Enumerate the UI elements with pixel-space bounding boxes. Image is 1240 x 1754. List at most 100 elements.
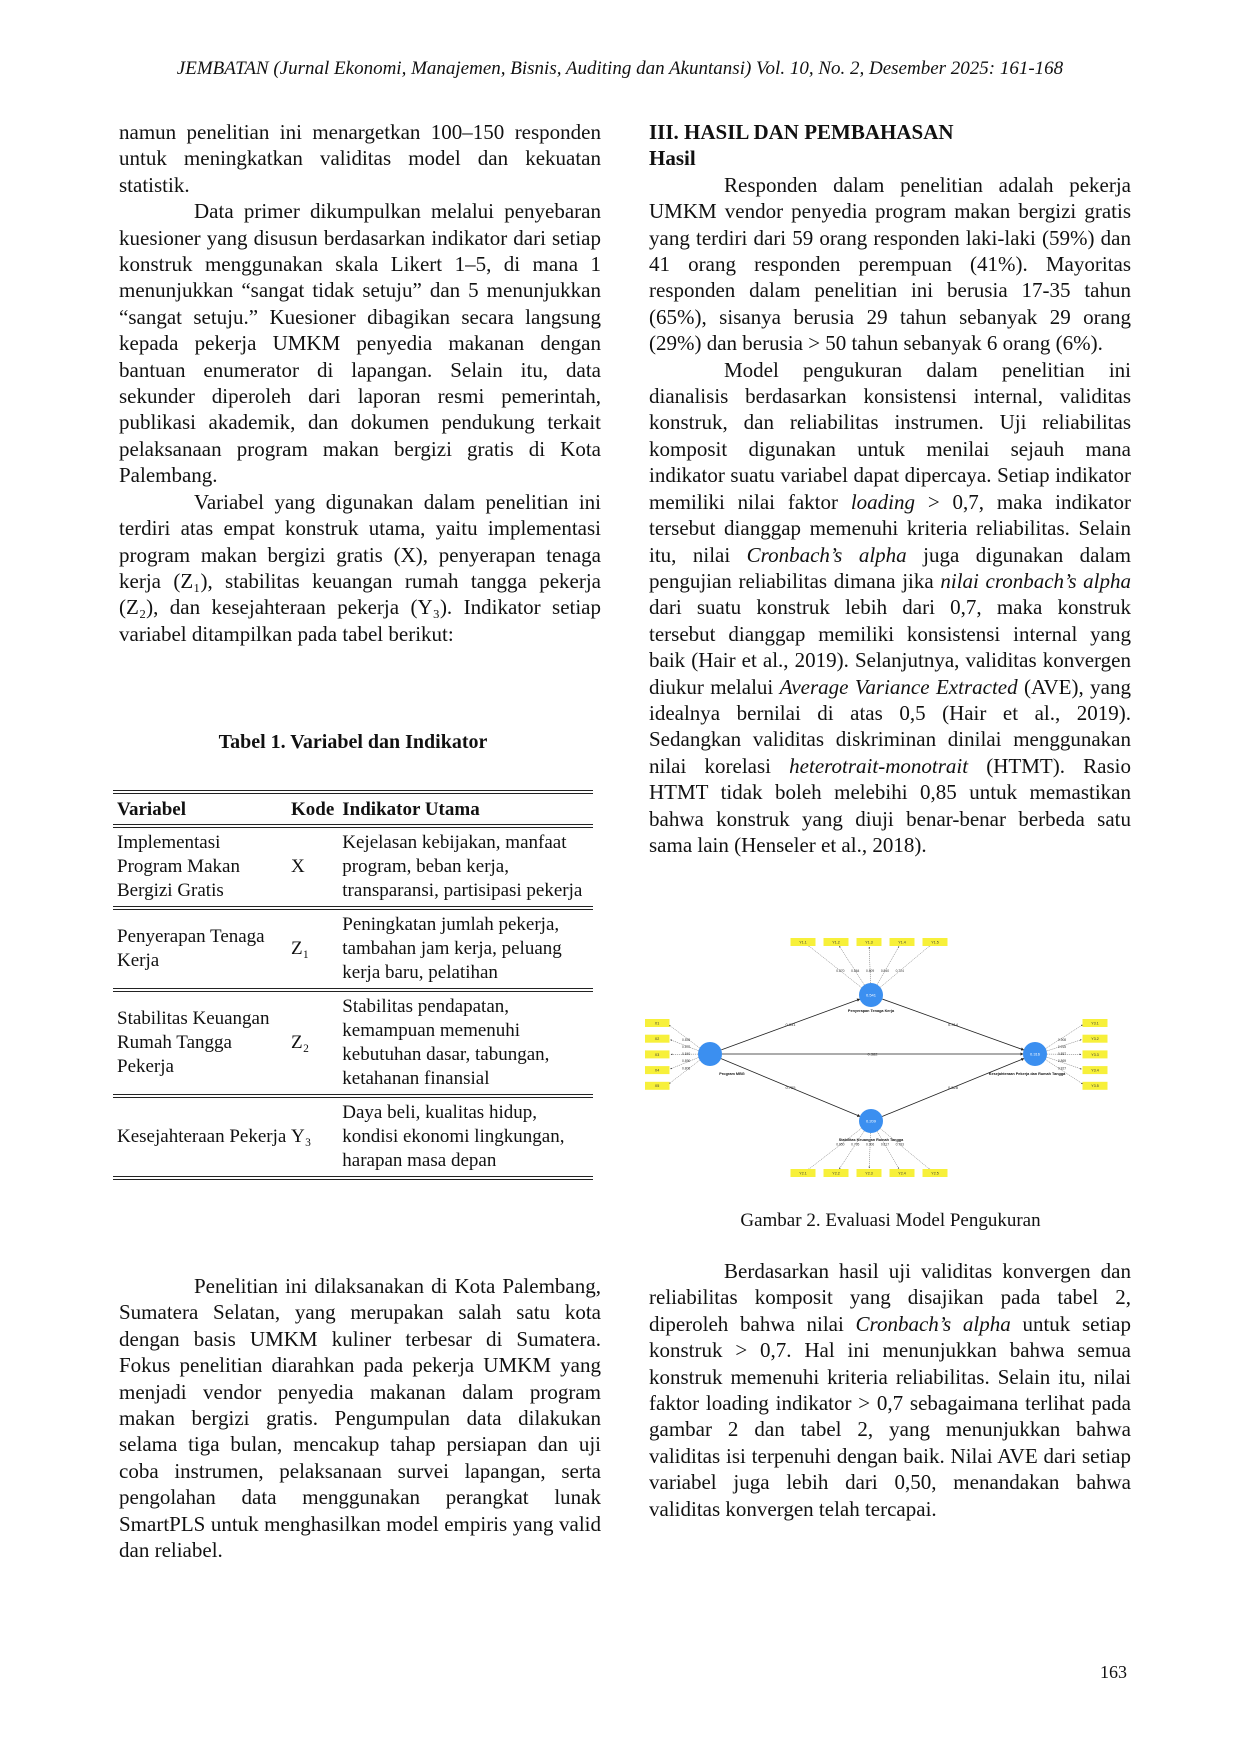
indicator-box (1082, 1019, 1108, 1027)
indicator-box (922, 938, 948, 946)
loading-arrow (839, 945, 865, 986)
variable-cell: Kesejahteraan Pekerja (113, 1096, 291, 1180)
text-run: dari suatu konstruk lebih dari 0,7, maka… (649, 595, 1131, 699)
indicator-label: Y3.1 (1091, 1021, 1098, 1025)
loading-arrow (1046, 1056, 1082, 1070)
r-squared-value: 0.541 (866, 993, 877, 998)
construct-label: Stabilitas Keuangan Rumah Tangga (839, 1138, 904, 1142)
indicator-label: Y1.5 (931, 940, 938, 944)
indicator-box (889, 938, 915, 946)
loading-arrow (1046, 1039, 1082, 1052)
path-arrow (881, 1058, 1025, 1117)
section-heading: III. HASIL DAN PEMBAHASAN (649, 120, 954, 144)
indicator-box (823, 1169, 849, 1177)
r-squared-value: 0.316 (1030, 1052, 1041, 1057)
indicator-box (645, 1050, 670, 1059)
construct-label: Kesejahteraan Pekerja dan Rumah Tangga (989, 1072, 1066, 1076)
loading-value: 0.857 (1058, 1052, 1066, 1056)
text-run: Model pengukuran dalam penelitian ini di… (649, 357, 1131, 514)
italic-term: Cronbach’s alpha (746, 542, 907, 567)
text-run: Responden dalam penelitian adalah pekerj… (649, 172, 1131, 356)
indicator-box (1082, 1066, 1108, 1075)
indicator-box (645, 1034, 670, 1043)
indicator-box (1082, 1034, 1108, 1043)
right-column-top: III. HASIL DAN PEMBAHASAN Hasil Responde… (649, 119, 1131, 858)
indicator-label: Y3.5 (1091, 1084, 1098, 1088)
column-header: Indikator Utama (338, 790, 593, 828)
table-title: Tabel 1. Variabel dan Indikator (218, 731, 488, 753)
r-squared-value: 0.209 (866, 1119, 877, 1124)
indicator-box (1082, 1050, 1108, 1059)
text-run: namun penelitian ini menargetkan 100–150… (119, 120, 601, 197)
indicator-box (889, 1169, 915, 1177)
indicator-label: Y3.3 (1091, 1053, 1098, 1057)
path-coefficient: 0.831 (785, 1022, 796, 1027)
indicator-label: Y2.1 (799, 1171, 806, 1175)
indicator-box (790, 938, 816, 946)
indicator-box (856, 938, 882, 946)
indicator-label: Y2.2 (832, 1171, 839, 1175)
loading-value: 0.870 (836, 969, 844, 973)
loading-arrow (670, 1057, 699, 1070)
loading-value: 0.915 (1058, 1045, 1066, 1049)
paragraph: Penelitian ini dilaksanakan di Kota Pale… (119, 1273, 601, 1563)
text-run: juga digunakan dalam pengujian reliabili… (649, 542, 1131, 593)
loading-value: 0.817 (881, 1142, 889, 1146)
paragraph: Responden dalam penelitian adalah pekerj… (649, 172, 1131, 357)
loading-arrow (880, 1128, 931, 1171)
construct-label: Penyerapan Tenaga Kerja (848, 1009, 895, 1013)
italic-term: Cronbach’s alpha (855, 1311, 1011, 1336)
path-arrow (721, 998, 861, 1051)
left-column-bottom: Penelitian ini dilaksanakan di Kota Pale… (119, 1273, 601, 1563)
variables-table: Variabel Kode Indikator Utama Implementa… (113, 790, 593, 1180)
indicator-cell: Stabilitas pendapatan, kemampuan memenuh… (338, 990, 593, 1098)
indicator-label: X1 (655, 1021, 659, 1025)
text-run: Penelitian ini dilaksanakan di Kota Pale… (119, 1274, 601, 1563)
loading-arrow (839, 1130, 865, 1170)
indicator-cell: Daya beli, kualitas hidup, kondisi ekono… (338, 1096, 593, 1180)
indicator-box (645, 1019, 670, 1027)
loading-value: 0.795 (851, 1142, 859, 1146)
code-cell: Y₃ (291, 1096, 339, 1180)
figure-caption: Gambar 2. Evaluasi Model Pengukuran (740, 1210, 1041, 1231)
italic-term: Average Variance Extracted (779, 674, 1018, 699)
indicator-label: X3 (655, 1053, 659, 1057)
text-run: Data primer dikumpulkan melalui penyebar… (119, 199, 601, 488)
loading-value: 0.840 (881, 969, 889, 973)
path-coefficient: 0.314 (948, 1022, 959, 1027)
indicator-label: Y2.4 (898, 1171, 905, 1175)
loading-arrow (807, 1128, 862, 1171)
paragraph: Berdasarkan hasil uji validitas konverge… (649, 1258, 1131, 1522)
column-header: Variabel (113, 790, 291, 828)
loading-arrow (868, 946, 871, 984)
indicator-box (856, 1169, 882, 1177)
loading-arrow (1045, 1024, 1083, 1049)
indicator-box (645, 1066, 670, 1075)
indicator-box (922, 1169, 948, 1177)
loading-arrow (668, 1024, 700, 1049)
path-arrow (882, 998, 1025, 1051)
italic-term: nilai cronbach’s alpha (940, 568, 1131, 593)
loading-arrow (868, 1132, 871, 1169)
indicator-box (1082, 1081, 1108, 1090)
loading-value: 0.840 (682, 1052, 690, 1056)
path-coefficient: 0.755 (785, 1085, 796, 1090)
indicator-label: Y1.4 (898, 940, 905, 944)
construct-node (859, 983, 883, 1007)
code-cell: X (291, 826, 339, 910)
indicator-cell: Kejelasan kebijakan, manfaat program, be… (338, 826, 593, 910)
paragraph: namun penelitian ini menargetkan 100–150… (119, 119, 601, 198)
loading-value: 0.783 (896, 1142, 904, 1146)
indicator-box (645, 1081, 670, 1090)
loading-arrow (670, 1039, 699, 1051)
paragraph: Model pengukuran dalam penelitian ini di… (649, 357, 1131, 859)
loading-value: 0.827 (1058, 1066, 1066, 1070)
italic-term: heterotrait-monotrait (789, 753, 969, 778)
indicator-box (823, 938, 849, 946)
loading-value: 0.724 (896, 969, 904, 973)
loading-value: 0.872 (682, 1045, 690, 1049)
paragraph: Variabel yang digunakan dalam penelitian… (119, 489, 601, 647)
table-row: Implementasi Program Makan Bergizi Grati… (113, 826, 593, 910)
